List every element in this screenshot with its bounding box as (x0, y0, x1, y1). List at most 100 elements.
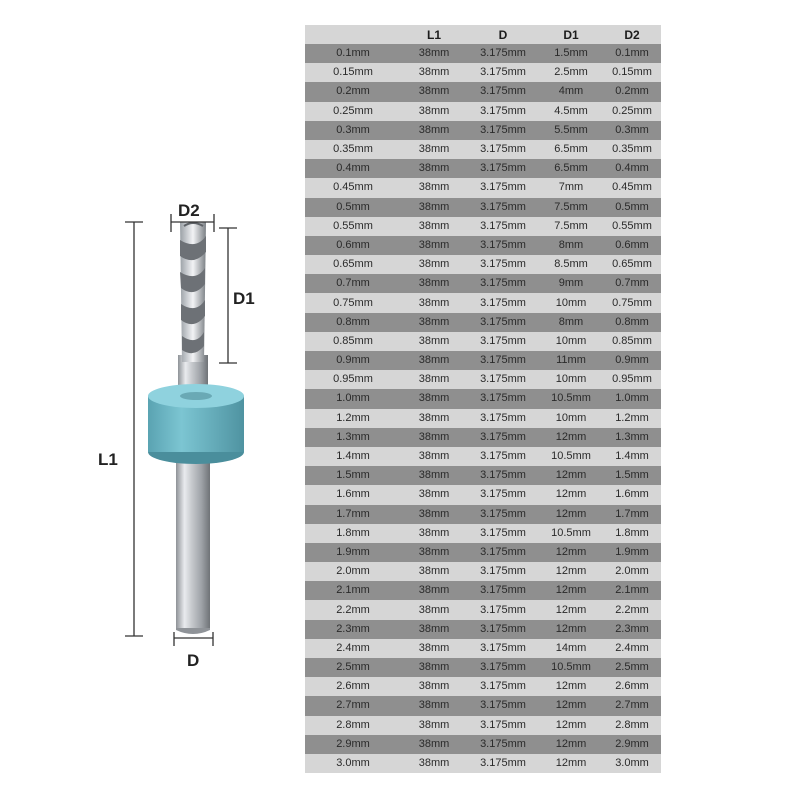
cell-l1: 38mm (401, 542, 467, 563)
cell-d2: 1.9mm (603, 542, 661, 563)
cell-d2: 0.1mm (603, 44, 661, 64)
cell-d2: 1.7mm (603, 504, 661, 524)
cell-d: 3.175mm (467, 235, 539, 256)
cell-d2: 0.3mm (603, 120, 661, 140)
cell-d: 3.175mm (467, 255, 539, 275)
cell-d: 3.175mm (467, 562, 539, 582)
cell-size: 0.85mm (305, 331, 401, 351)
cell-size: 2.2mm (305, 600, 401, 620)
cell-d: 3.175mm (467, 139, 539, 160)
cell-d1: 4.5mm (539, 101, 603, 121)
cell-size: 0.7mm (305, 274, 401, 294)
cell-size: 3.0mm (305, 753, 401, 774)
cell-l1: 38mm (401, 216, 467, 236)
cell-d2: 0.7mm (603, 274, 661, 294)
cell-d2: 2.1mm (603, 581, 661, 601)
cell-d1: 4mm (539, 82, 603, 102)
cell-l1: 38mm (401, 293, 467, 313)
cell-size: 2.7mm (305, 696, 401, 716)
cell-d: 3.175mm (467, 312, 539, 332)
cell-l1: 38mm (401, 523, 467, 543)
cell-l1: 38mm (401, 312, 467, 332)
cell-size: 1.4mm (305, 446, 401, 467)
cell-size: 1.2mm (305, 408, 401, 428)
header-size (305, 25, 401, 44)
drill-shank-end (176, 628, 210, 634)
cell-d2: 0.2mm (603, 82, 661, 102)
cell-size: 0.95mm (305, 370, 401, 390)
d1-label: D1 (233, 289, 255, 308)
cell-d1: 10mm (539, 370, 603, 390)
d2-label: D2 (178, 201, 200, 220)
cell-d1: 10mm (539, 293, 603, 313)
cell-d2: 2.6mm (603, 677, 661, 697)
cell-d2: 0.25mm (603, 101, 661, 121)
cell-size: 0.65mm (305, 255, 401, 275)
cell-d: 3.175mm (467, 120, 539, 140)
cell-size: 0.75mm (305, 293, 401, 313)
cell-size: 0.15mm (305, 63, 401, 83)
cell-d2: 2.8mm (603, 715, 661, 735)
cell-size: 1.6mm (305, 485, 401, 505)
cell-d: 3.175mm (467, 389, 539, 409)
cell-d: 3.175mm (467, 523, 539, 543)
cell-d2: 1.8mm (603, 523, 661, 543)
cell-l1: 38mm (401, 235, 467, 256)
cell-d: 3.175mm (467, 351, 539, 371)
cell-d: 3.175mm (467, 82, 539, 102)
cell-size: 0.2mm (305, 82, 401, 102)
cell-d1: 8.5mm (539, 255, 603, 275)
header-d: D (467, 25, 539, 44)
cell-l1: 38mm (401, 466, 467, 486)
cell-d1: 5.5mm (539, 120, 603, 140)
cell-d1: 10.5mm (539, 523, 603, 543)
cell-d: 3.175mm (467, 408, 539, 428)
cell-d2: 3.0mm (603, 753, 661, 774)
cell-d: 3.175mm (467, 178, 539, 198)
drill-bit-diagram: L1 D2 D1 D (98, 201, 255, 670)
cell-d1: 12mm (539, 542, 603, 563)
cell-l1: 38mm (401, 427, 467, 447)
cell-d1: 10.5mm (539, 446, 603, 467)
header-d2: D2 (603, 25, 661, 44)
cell-l1: 38mm (401, 734, 467, 754)
table-header-row: L1 D D1 D2 (305, 25, 661, 44)
cell-d2: 0.8mm (603, 312, 661, 332)
cell-d2: 2.3mm (603, 619, 661, 639)
cell-d1: 14mm (539, 638, 603, 658)
cell-size: 1.7mm (305, 504, 401, 524)
cell-l1: 38mm (401, 331, 467, 351)
d-label: D (187, 651, 199, 670)
cell-d1: 7mm (539, 178, 603, 198)
cell-d2: 1.5mm (603, 466, 661, 486)
cell-d: 3.175mm (467, 274, 539, 294)
cell-d1: 12mm (539, 619, 603, 639)
cell-d2: 2.0mm (603, 562, 661, 582)
drill-collar (148, 384, 244, 464)
cell-d2: 0.75mm (603, 293, 661, 313)
